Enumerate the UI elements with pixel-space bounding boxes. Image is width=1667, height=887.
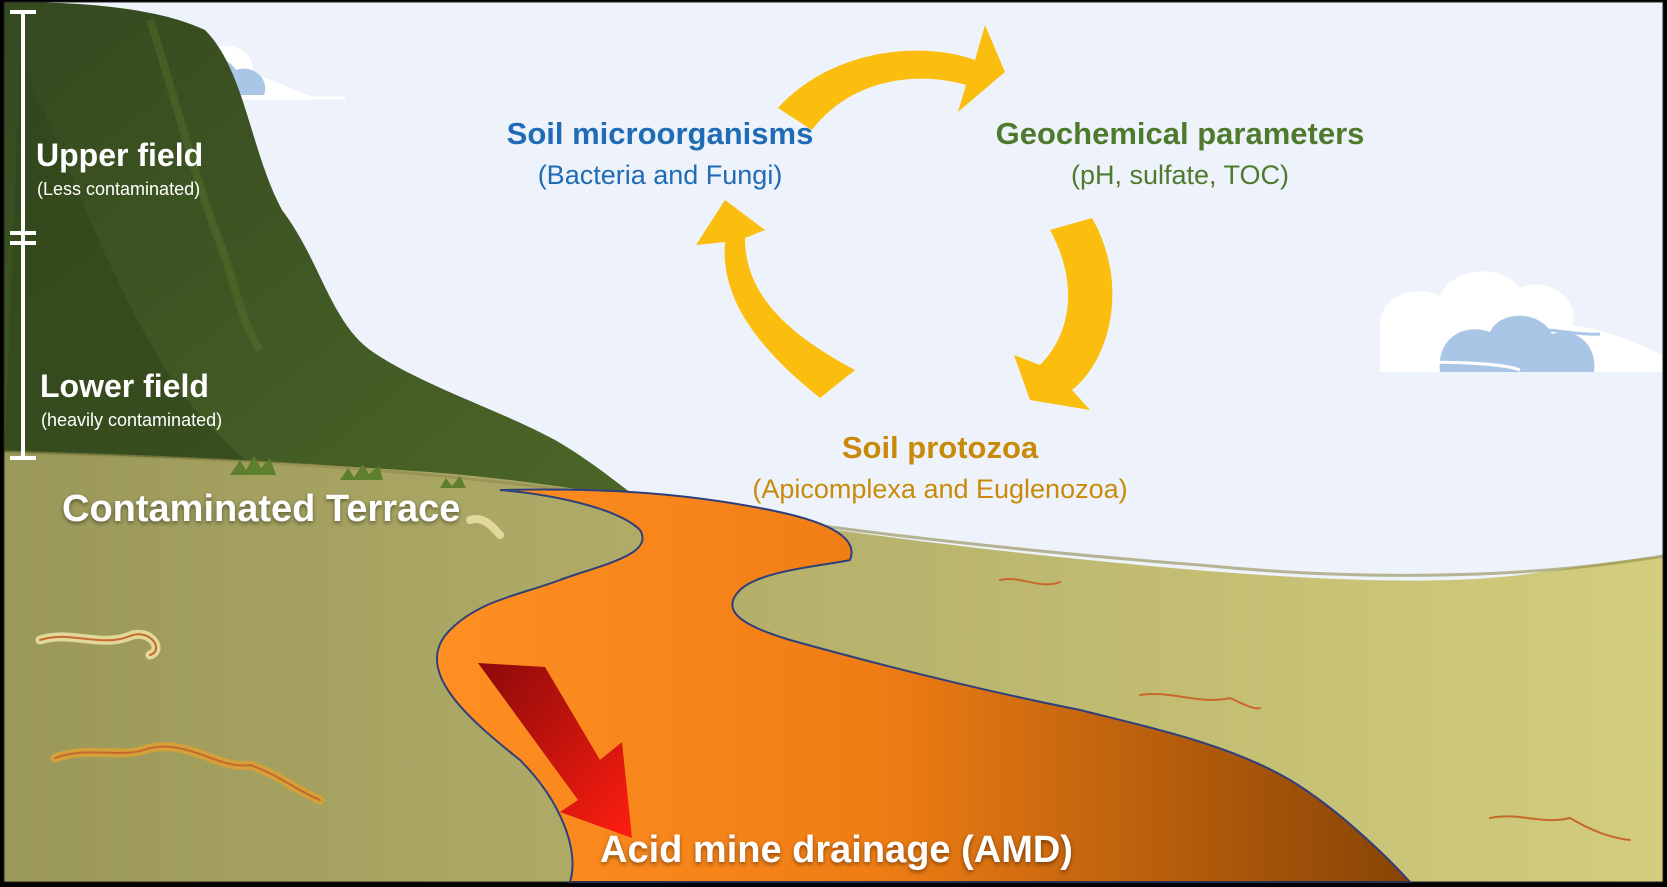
microorganisms-subtitle: (Bacteria and Fungi) — [537, 160, 783, 190]
terrace-label: Contaminated Terrace — [62, 488, 461, 530]
geochemical-title: Geochemical parameters — [995, 116, 1365, 151]
field-scale-bar — [10, 10, 36, 460]
upper-field-subtitle: (Less contaminated) — [37, 179, 201, 199]
grass-tufts — [230, 456, 466, 488]
protozoa-title: Soil protozoa — [841, 430, 1039, 465]
erosion-lines — [35, 515, 1631, 841]
amd-river — [436, 488, 1413, 883]
lower-field-subtitle: (heavily contaminated) — [41, 410, 223, 430]
flow-arrow-icon — [478, 663, 632, 838]
geochemical-subtitle: (pH, sulfate, TOC) — [1070, 160, 1290, 190]
microorganisms-title: Soil microorganisms — [506, 116, 814, 151]
cloud-icon — [1379, 271, 1663, 372]
amd-label: Acid mine drainage (AMD) — [600, 829, 1073, 871]
upper-field-title: Upper field — [36, 137, 204, 173]
lower-field-title: Lower field — [40, 368, 209, 404]
cycle-arrow-icon — [696, 25, 1113, 410]
protozoa-subtitle: (Apicomplexa and Euglenozoa) — [752, 474, 1128, 504]
